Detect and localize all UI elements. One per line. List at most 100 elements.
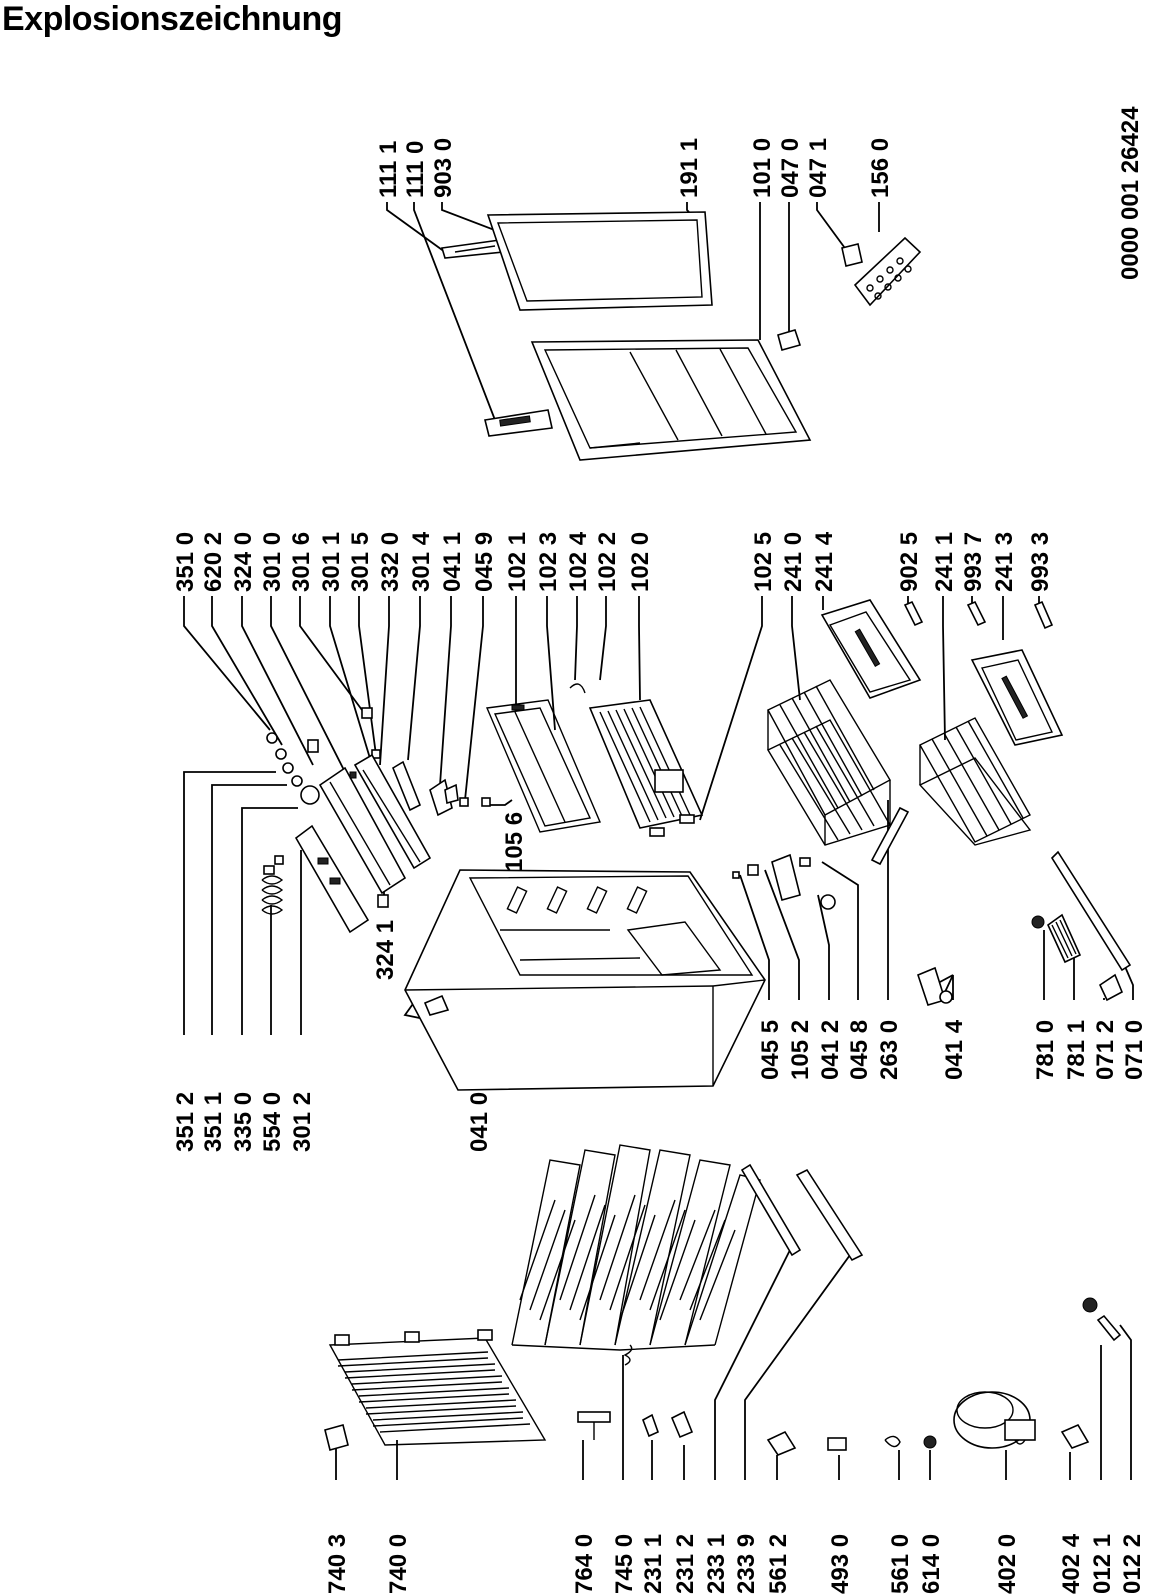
part-label: 241 3 [991, 532, 1018, 592]
part-label: 745 0 [611, 1534, 638, 1594]
control-panel [318, 766, 407, 895]
basket-cover-lower [970, 649, 1064, 746]
part-label: 301 0 [259, 532, 286, 592]
part-label: 041 2 [817, 1020, 844, 1080]
part-label: 102 5 [750, 532, 777, 592]
part-label: 045 9 [471, 532, 498, 592]
basket-cover-upper [820, 599, 922, 699]
filter-drier [577, 1411, 611, 1440]
part-label: 241 4 [811, 531, 838, 592]
part-label: 351 2 [172, 1092, 199, 1152]
part-drawings [261, 211, 1132, 1456]
part-label: 102 4 [565, 531, 592, 592]
part-label: 111 0 [402, 141, 429, 198]
part-label: 012 1 [1089, 1534, 1116, 1594]
part-label: 041 0 [466, 1092, 493, 1152]
part-label: 047 0 [777, 138, 804, 198]
crisper-drawer [588, 699, 704, 837]
grommet [1082, 1297, 1098, 1313]
part-label: 041 4 [941, 1019, 968, 1080]
part-label: 231 2 [672, 1534, 699, 1594]
part-label: 231 1 [640, 1534, 667, 1594]
document-number: 0000 001 26424 [1117, 106, 1144, 280]
part-label: 233 9 [733, 1534, 760, 1594]
part-label: 047 1 [805, 138, 832, 198]
part-label: 402 4 [1058, 1533, 1085, 1594]
part-label: 071 2 [1092, 1020, 1119, 1080]
part-label: 561 0 [887, 1534, 914, 1594]
part-label: 241 0 [780, 532, 807, 592]
refrigerator-cabinet [404, 869, 766, 1091]
relay [827, 1437, 847, 1451]
part-label: 105 6 [501, 812, 528, 872]
overload-clip [884, 1435, 901, 1448]
upper-hinge [429, 778, 459, 817]
cover-clip-a [903, 600, 924, 627]
ventilation-grill [1046, 913, 1082, 964]
panel-clip-small [371, 749, 381, 759]
part-label: 111 1 [375, 141, 402, 198]
part-label: 324 0 [230, 532, 257, 592]
part-label: 301 6 [288, 532, 315, 592]
part-label: 233 1 [703, 1534, 730, 1594]
compressor-bracket [1060, 1423, 1090, 1449]
hinge-bracket-cover [747, 864, 759, 876]
part-label: 191 1 [676, 138, 703, 198]
relay-cover [766, 1430, 797, 1456]
panel-end-clip [377, 894, 389, 908]
door-hinge-upper [777, 329, 802, 351]
evaporator-shelves [511, 1144, 761, 1366]
hinge-bushing [799, 857, 811, 867]
control-lamp [307, 739, 319, 753]
cover-clip-b [966, 600, 987, 627]
cover-clip-c [1033, 600, 1054, 630]
part-label: 012 2 [1119, 1534, 1146, 1594]
part-label: 993 3 [1027, 532, 1054, 592]
grill-cap [1031, 915, 1045, 929]
part-label: 102 3 [535, 532, 562, 592]
part-labels: 111 1 111 0 903 0 191 1 101 0 047 0 047 … [172, 106, 1148, 1594]
panel-cover [392, 760, 422, 812]
bottom-trim-bar [1050, 850, 1132, 972]
part-label: 740 0 [385, 1534, 412, 1594]
freezer-basket-lower [918, 717, 1032, 846]
door-handle [484, 409, 553, 437]
shelf-rail-right [795, 1168, 864, 1262]
part-label: 045 8 [846, 1020, 873, 1080]
door-gasket [486, 211, 713, 311]
part-label: 740 3 [324, 1534, 351, 1594]
part-label: 993 7 [960, 532, 987, 592]
part-label: 493 0 [827, 1534, 854, 1594]
mounting-sleeve [1096, 1314, 1122, 1342]
egg-tray [853, 236, 922, 307]
page-title: Explosionszeichnung [2, 0, 342, 38]
part-label: 041 1 [439, 532, 466, 592]
hinge-pin [459, 797, 469, 807]
thermostat-housing [294, 824, 370, 934]
overload-protector [923, 1435, 937, 1449]
part-label: 351 0 [172, 532, 199, 592]
door-hinge-lower [841, 243, 863, 267]
part-label: 614 0 [918, 1534, 945, 1594]
drawer-clip [569, 683, 586, 694]
door-handle-strip [440, 239, 504, 259]
part-label: 351 1 [200, 1092, 227, 1152]
trim-end-cap [1098, 973, 1124, 1002]
part-label: 324 1 [372, 920, 399, 980]
screw-small [732, 871, 740, 879]
part-label: 102 0 [627, 532, 654, 592]
part-label: 301 1 [318, 532, 345, 592]
hinge-cap [481, 797, 491, 807]
part-label: 554 0 [259, 1092, 286, 1152]
freezer-basket-upper [767, 679, 892, 846]
part-label: 332 0 [377, 532, 404, 592]
part-label: 335 0 [230, 1092, 257, 1152]
panel-clip [361, 707, 373, 719]
thermostat-spring [261, 855, 284, 915]
condenser-coil [328, 1329, 547, 1446]
part-label: 301 2 [289, 1092, 316, 1152]
part-label: 102 2 [594, 532, 621, 592]
drain-cap [324, 1424, 349, 1451]
part-label: 045 5 [757, 1020, 784, 1080]
